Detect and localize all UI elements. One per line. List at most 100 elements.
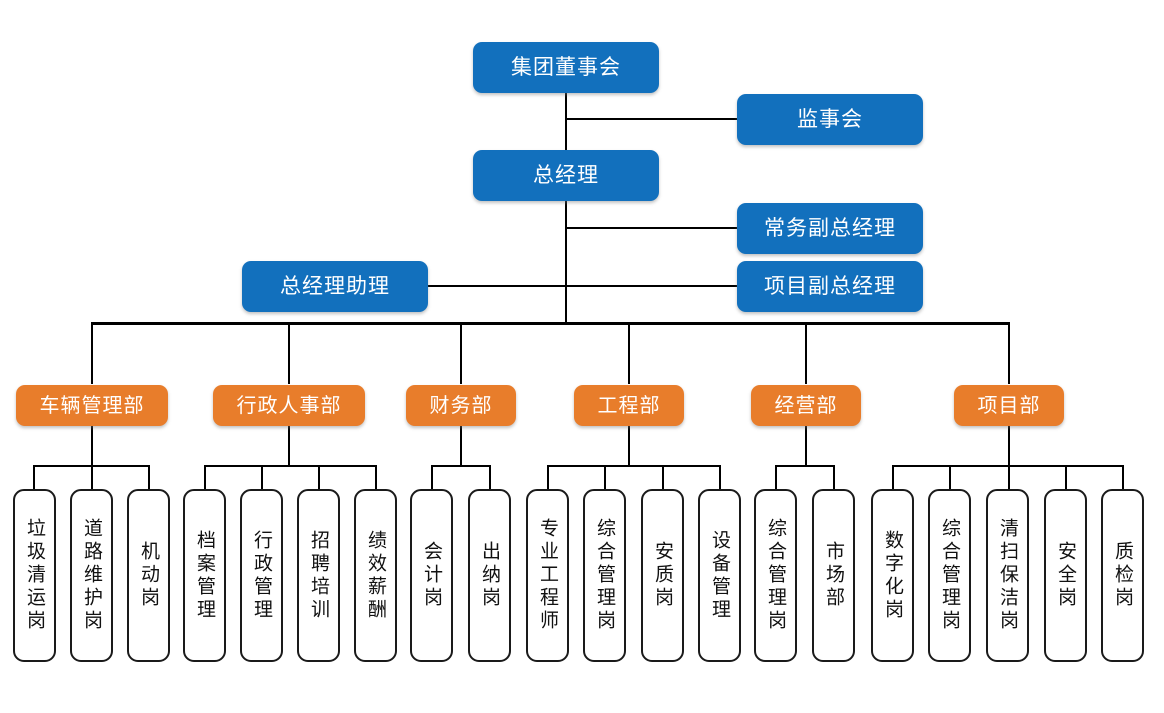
node-position-quality-inspection[interactable]: 质检岗 bbox=[1101, 489, 1144, 662]
connector-leaf-drop-3 bbox=[148, 465, 150, 490]
position-label: 市场部 bbox=[823, 541, 844, 610]
node-position-operations-general-management[interactable]: 综合管理岗 bbox=[754, 489, 797, 662]
connector-bus-to-dept-6 bbox=[1008, 322, 1010, 384]
connector-leaf-drop-17 bbox=[949, 465, 951, 490]
node-position-digitalization[interactable]: 数字化岗 bbox=[871, 489, 914, 662]
connector-leaf-drop-11 bbox=[604, 465, 606, 490]
connector-leaf-drop-15 bbox=[833, 465, 835, 490]
connector-leaf-drop-20 bbox=[1122, 465, 1124, 490]
group-bus-6 bbox=[892, 465, 1123, 467]
node-general-manager-label: 总经理 bbox=[533, 163, 599, 187]
connector-board-to-gm bbox=[565, 92, 567, 150]
department-label: 工程部 bbox=[597, 394, 661, 417]
node-board[interactable]: 集团董事会 bbox=[473, 42, 659, 93]
node-department-admin-hr[interactable]: 行政人事部 bbox=[213, 385, 365, 426]
position-label: 绩效薪酬 bbox=[365, 529, 386, 622]
connector-dept-5-drop bbox=[805, 424, 807, 466]
node-general-manager[interactable]: 总经理 bbox=[473, 150, 659, 201]
node-position-safety[interactable]: 安全岗 bbox=[1044, 489, 1087, 662]
position-label: 专业工程师 bbox=[537, 518, 558, 633]
node-position-professional-engineer[interactable]: 专业工程师 bbox=[526, 489, 569, 662]
connector-leaf-drop-7 bbox=[375, 465, 377, 490]
connector-leaf-drop-2 bbox=[91, 465, 93, 490]
node-position-cleaning-sanitation[interactable]: 清扫保洁岗 bbox=[986, 489, 1029, 662]
connector-dept-2-drop bbox=[288, 424, 290, 466]
connector-trunk-to-exec-deputy bbox=[565, 227, 737, 229]
position-label: 行政管理 bbox=[251, 529, 272, 622]
node-position-admin-management[interactable]: 行政管理 bbox=[240, 489, 283, 662]
node-position-mobile-duty[interactable]: 机动岗 bbox=[127, 489, 170, 662]
node-position-project-general-management[interactable]: 综合管理岗 bbox=[928, 489, 971, 662]
connector-bus-to-dept-2 bbox=[288, 322, 290, 384]
connector-gm-assistant-to-trunk bbox=[427, 285, 566, 287]
position-label: 会计岗 bbox=[421, 541, 442, 610]
connector-dept-6-drop bbox=[1008, 424, 1010, 466]
connector-bus-to-dept-4 bbox=[628, 322, 630, 384]
group-bus-4 bbox=[547, 465, 720, 467]
department-label: 项目部 bbox=[977, 394, 1041, 417]
connector-leaf-drop-12 bbox=[662, 465, 664, 490]
node-position-engineering-general-management[interactable]: 综合管理岗 bbox=[583, 489, 626, 662]
connector-leaf-drop-14 bbox=[775, 465, 777, 490]
connector-leaf-drop-8 bbox=[431, 465, 433, 490]
connector-dept-1-drop bbox=[91, 424, 93, 466]
position-label: 安全岗 bbox=[1055, 541, 1076, 610]
position-label: 垃圾清运岗 bbox=[24, 518, 45, 633]
node-position-recruitment-training[interactable]: 招聘培训 bbox=[297, 489, 340, 662]
node-position-accounting[interactable]: 会计岗 bbox=[410, 489, 453, 662]
position-label: 综合管理岗 bbox=[594, 518, 615, 633]
node-project-deputy-gm-label: 项目副总经理 bbox=[764, 274, 896, 298]
connector-leaf-drop-16 bbox=[892, 465, 894, 490]
position-label: 设备管理 bbox=[709, 529, 730, 622]
node-position-waste-transport[interactable]: 垃圾清运岗 bbox=[13, 489, 56, 662]
node-position-safety-quality[interactable]: 安质岗 bbox=[641, 489, 684, 662]
group-bus-3 bbox=[431, 465, 489, 467]
node-position-performance-compensation[interactable]: 绩效薪酬 bbox=[354, 489, 397, 662]
node-position-equipment-management[interactable]: 设备管理 bbox=[698, 489, 741, 662]
node-department-project[interactable]: 项目部 bbox=[954, 385, 1064, 426]
position-label: 招聘培训 bbox=[308, 529, 329, 622]
node-supervisory-board[interactable]: 监事会 bbox=[737, 94, 923, 145]
connector-leaf-drop-10 bbox=[547, 465, 549, 490]
position-label: 安质岗 bbox=[652, 541, 673, 610]
department-label: 经营部 bbox=[774, 394, 838, 417]
department-bus bbox=[91, 322, 1009, 325]
group-bus-1 bbox=[33, 465, 148, 467]
connector-gm-to-department-bus bbox=[565, 200, 567, 324]
connector-gm-trunk-to-supervisory bbox=[565, 118, 737, 120]
department-label: 车辆管理部 bbox=[39, 394, 145, 417]
position-label: 清扫保洁岗 bbox=[997, 518, 1018, 633]
connector-dept-3-drop bbox=[460, 424, 462, 466]
node-position-road-maintenance[interactable]: 道路维护岗 bbox=[70, 489, 113, 662]
connector-leaf-drop-18 bbox=[1008, 465, 1010, 490]
position-label: 综合管理岗 bbox=[939, 518, 960, 633]
node-gm-assistant-label: 总经理助理 bbox=[280, 274, 390, 298]
connector-leaf-drop-6 bbox=[318, 465, 320, 490]
node-gm-assistant[interactable]: 总经理助理 bbox=[242, 261, 428, 312]
position-label: 道路维护岗 bbox=[81, 518, 102, 633]
department-label: 行政人事部 bbox=[236, 394, 342, 417]
node-executive-deputy-gm[interactable]: 常务副总经理 bbox=[737, 203, 923, 254]
connector-leaf-drop-13 bbox=[719, 465, 721, 490]
department-label: 财务部 bbox=[429, 394, 493, 417]
node-project-deputy-gm[interactable]: 项目副总经理 bbox=[737, 261, 923, 312]
group-bus-2 bbox=[204, 465, 376, 467]
connector-leaf-drop-4 bbox=[204, 465, 206, 490]
node-executive-deputy-gm-label: 常务副总经理 bbox=[764, 216, 896, 240]
node-department-operations[interactable]: 经营部 bbox=[751, 385, 861, 426]
connector-bus-to-dept-1 bbox=[91, 322, 93, 384]
node-position-cashier[interactable]: 出纳岗 bbox=[468, 489, 511, 662]
position-label: 数字化岗 bbox=[882, 529, 903, 622]
node-department-vehicle-management[interactable]: 车辆管理部 bbox=[16, 385, 168, 426]
connector-leaf-drop-9 bbox=[489, 465, 491, 490]
node-position-market-division[interactable]: 市场部 bbox=[812, 489, 855, 662]
node-board-label: 集团董事会 bbox=[511, 55, 621, 79]
node-department-engineering[interactable]: 工程部 bbox=[574, 385, 684, 426]
node-position-archive-management[interactable]: 档案管理 bbox=[183, 489, 226, 662]
node-supervisory-board-label: 监事会 bbox=[797, 107, 863, 131]
connector-leaf-drop-1 bbox=[33, 465, 35, 490]
node-department-finance[interactable]: 财务部 bbox=[406, 385, 516, 426]
connector-dept-4-drop bbox=[628, 424, 630, 466]
position-label: 出纳岗 bbox=[479, 541, 500, 610]
connector-leaf-drop-5 bbox=[261, 465, 263, 490]
